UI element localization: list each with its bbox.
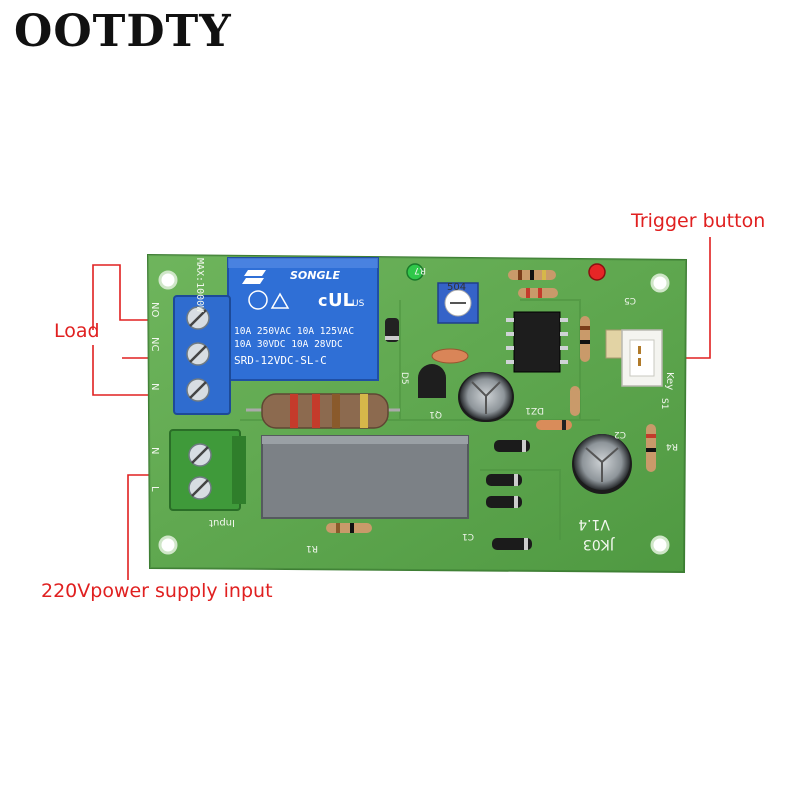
silk-n-load: N bbox=[149, 383, 160, 390]
film-capacitor bbox=[261, 435, 469, 519]
led-green bbox=[406, 263, 424, 281]
load-leader-top bbox=[92, 264, 180, 330]
svg-text:UL: UL bbox=[328, 290, 354, 311]
silk-nc: NC bbox=[149, 337, 160, 351]
silk-c5: C5 bbox=[624, 295, 636, 305]
silk-model: JK03 bbox=[583, 536, 615, 552]
led-red bbox=[588, 263, 606, 281]
svg-text:c: c bbox=[318, 291, 327, 310]
silk-l-input: L bbox=[149, 486, 160, 492]
relay-model: SRD-12VDC-SL-C bbox=[234, 354, 327, 367]
relay-rating-2: 10A 30VDC 10A 28VDC bbox=[234, 339, 343, 350]
trigger-button-label: Trigger button bbox=[631, 210, 766, 232]
silk-dz1: DZ1 bbox=[525, 405, 544, 415]
silk-r1: R1 bbox=[306, 543, 318, 553]
electrolytic-capacitor-2 bbox=[572, 434, 632, 494]
relay: SONGLE c UL US 10A 250VAC 10A 125VAC 10A… bbox=[227, 257, 379, 381]
silk-r7: R7 bbox=[414, 265, 426, 275]
power-terminal-block bbox=[169, 429, 246, 511]
ceramic-capacitor bbox=[431, 348, 469, 364]
silk-s1: S1 bbox=[659, 398, 669, 409]
load-label: Load bbox=[54, 320, 100, 342]
silk-c2: C2 bbox=[614, 429, 626, 439]
silk-d5: D5 bbox=[399, 372, 409, 385]
transistor bbox=[418, 364, 446, 398]
load-terminal-block bbox=[173, 295, 231, 415]
silkscreen: MAX:1000W NO NC N N L Input 504 Key R7 C… bbox=[149, 258, 678, 553]
silk-c1: C1 bbox=[462, 531, 474, 541]
silk-no: NO bbox=[149, 302, 160, 317]
diodes bbox=[385, 318, 572, 550]
silk-input: Input bbox=[209, 517, 235, 528]
relay-brand: SONGLE bbox=[290, 269, 341, 282]
silk-pot: 504 bbox=[447, 282, 466, 293]
potentiometer bbox=[437, 282, 479, 324]
trigger-connector bbox=[621, 329, 663, 387]
brand-logo: OOTDTY bbox=[14, 6, 232, 57]
silk-version: V1.4 bbox=[578, 516, 610, 532]
power-resistor bbox=[246, 393, 400, 429]
silk-q1: Q1 bbox=[429, 409, 442, 419]
silk-r4: R4 bbox=[666, 441, 678, 451]
small-resistors bbox=[326, 270, 656, 533]
silk-key: Key bbox=[664, 372, 675, 390]
electrolytic-capacitor-1 bbox=[458, 372, 514, 422]
power-input-label: 220Vpower supply input bbox=[41, 580, 273, 602]
silk-n-input: N bbox=[149, 447, 160, 454]
ic-chip bbox=[506, 311, 568, 373]
relay-rating-1: 10A 250VAC 10A 125VAC bbox=[234, 326, 354, 337]
silk-max: MAX:1000W bbox=[194, 258, 205, 313]
svg-text:US: US bbox=[352, 299, 365, 309]
